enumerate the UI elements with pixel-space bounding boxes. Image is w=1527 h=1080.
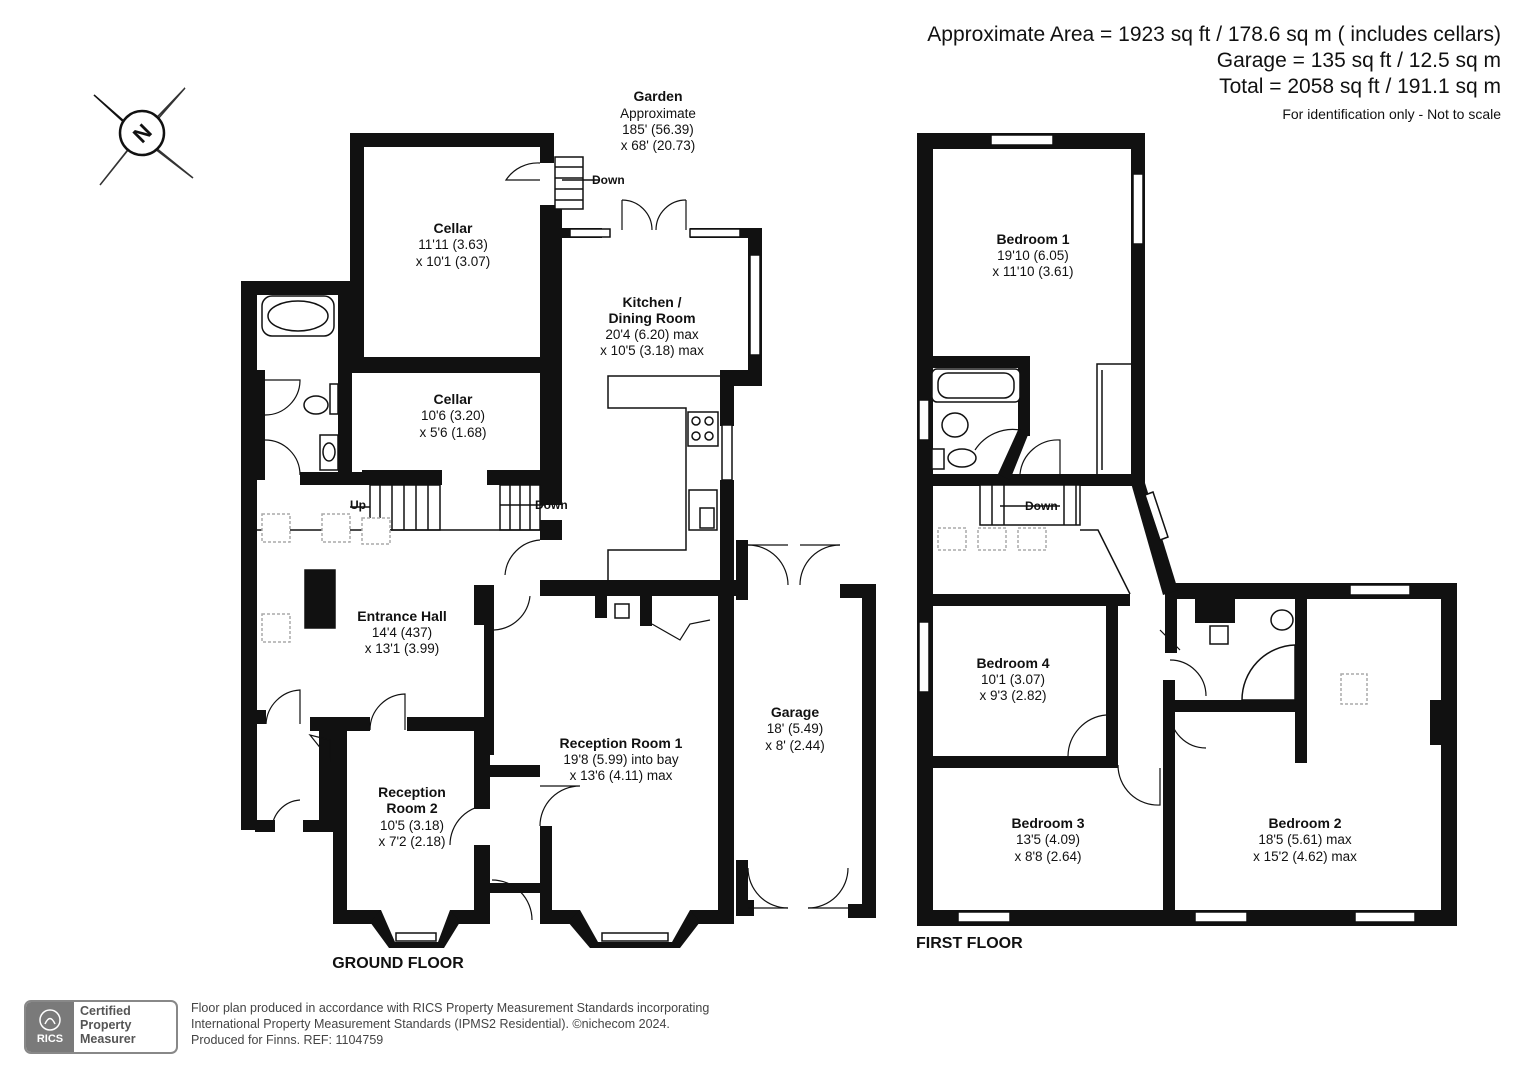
hall-label: Entrance Hall 14'4 (437) x 13'1 (3.99)	[357, 608, 446, 656]
badge-line1: Certified	[80, 1004, 131, 1018]
bedroom1-dim1: 19'10 (6.05)	[997, 248, 1069, 263]
bedroom4-name: Bedroom 4	[976, 655, 1049, 671]
bedroom3-label: Bedroom 3 13'5 (4.09) x 8'8 (2.64)	[1011, 815, 1084, 864]
reception2-dim2: x 7'2 (2.18)	[378, 834, 445, 849]
first-floor-fixtures	[918, 134, 1416, 923]
reception2-label: Reception Room 2 10'5 (3.18) x 7'2 (2.18…	[378, 784, 446, 849]
bedroom2-dim2: x 15'2 (4.62) max	[1253, 849, 1357, 864]
bedroom2-label: Bedroom 2 18'5 (5.61) max x 15'2 (4.62) …	[1253, 815, 1357, 864]
garage-dim1: 18' (5.49)	[767, 721, 824, 736]
badge-line2: Property	[80, 1018, 132, 1032]
garden-line3: x 68' (20.73)	[621, 138, 696, 153]
bedroom1-label: Bedroom 1 19'10 (6.05) x 11'10 (3.61)	[992, 231, 1073, 279]
bedroom3-dim1: 13'5 (4.09)	[1016, 832, 1080, 847]
stairs-up-label: Up	[350, 498, 366, 512]
rics-logo: RICS	[26, 1002, 74, 1052]
badge-text: Certified Property Measurer	[74, 1002, 176, 1052]
garden-label: Garden Approximate 185' (56.39) x 68' (2…	[620, 88, 696, 153]
bedroom4-dim1: 10'1 (3.07)	[981, 672, 1045, 687]
cellar2-label: Cellar 10'6 (3.20) x 5'6 (1.68)	[419, 391, 486, 440]
reception1-label: Reception Room 1 19'8 (5.99) into bay x …	[560, 735, 683, 783]
cellar1-dim1: 11'11 (3.63)	[418, 237, 488, 252]
kitchen-dim2: x 10'5 (3.18) max	[600, 343, 704, 358]
first-floor-doors	[974, 428, 1207, 806]
cellar1-name: Cellar	[434, 220, 473, 236]
reception2-dim1: 10'5 (3.18)	[380, 818, 444, 833]
kitchen-name2: Dining Room	[608, 310, 695, 326]
cellar2-dim2: x 5'6 (1.68)	[419, 425, 486, 440]
approx-area-line: Approximate Area = 1923 sq ft / 178.6 sq…	[927, 23, 1501, 46]
rics-logo-text: RICS	[36, 1033, 64, 1045]
reception2-name2: Room 2	[386, 800, 438, 816]
ground-floor-fixtures	[257, 156, 761, 948]
rics-emblem-icon	[39, 1009, 61, 1031]
bedroom4-dim2: x 9'3 (2.82)	[979, 688, 1046, 703]
footer-line2: International Property Measurement Stand…	[191, 1017, 670, 1031]
footer: RICS Certified Property Measurer Floor p…	[24, 1000, 709, 1054]
stairs-down-cellar-label: Down	[535, 498, 568, 512]
bedroom4-label: Bedroom 4 10'1 (3.07) x 9'3 (2.82)	[976, 655, 1049, 703]
hall-name: Entrance Hall	[357, 608, 446, 624]
badge-line3: Measurer	[80, 1032, 136, 1046]
ground-floor-doors	[264, 162, 849, 921]
ground-floor-title: GROUND FLOOR	[332, 955, 464, 972]
bedroom1-name: Bedroom 1	[996, 231, 1069, 247]
garage-name: Garage	[771, 704, 819, 720]
cellar1-dim2: x 10'1 (3.07)	[416, 254, 491, 269]
garden-line2: 185' (56.39)	[622, 122, 694, 137]
bedroom1-dim2: x 11'10 (3.61)	[992, 264, 1073, 279]
compass-north-icon: N	[93, 87, 194, 186]
hall-dim2: x 13'1 (3.99)	[365, 641, 440, 656]
bedroom3-name: Bedroom 3	[1011, 815, 1084, 831]
first-floor-stairs-down-label: Down	[1025, 499, 1058, 513]
cellar2-dim1: 10'6 (3.20)	[421, 408, 485, 423]
garden-name: Garden	[633, 88, 682, 104]
first-floor-title: FIRST FLOOR	[916, 935, 1023, 952]
cellar1-label: Cellar 11'11 (3.63) x 10'1 (3.07)	[416, 220, 491, 269]
total-area-line: Total = 2058 sq ft / 191.1 sq m	[1219, 75, 1501, 98]
footer-line1: Floor plan produced in accordance with R…	[191, 1001, 710, 1015]
garage-area-line: Garage = 135 sq ft / 12.5 sq m	[1216, 49, 1501, 72]
reception1-name: Reception Room 1	[560, 735, 683, 751]
garden-line1: Approximate	[620, 106, 696, 121]
cellar2-name: Cellar	[434, 391, 473, 407]
bedroom2-name: Bedroom 2	[1268, 815, 1341, 831]
stairs-down-garden-label: Down	[592, 173, 625, 187]
area-summary: Approximate Area = 1923 sq ft / 178.6 sq…	[927, 22, 1501, 122]
reception1-dim1: 19'8 (5.99) into bay	[563, 752, 678, 767]
hall-dim1: 14'4 (437)	[372, 625, 432, 640]
footer-text: Floor plan produced in accordance with R…	[191, 1000, 709, 1048]
reception1-dim2: x 13'6 (4.11) max	[570, 768, 673, 783]
identification-note: For identification only - Not to scale	[1282, 106, 1501, 122]
garage-dim2: x 8' (2.44)	[765, 738, 825, 753]
kitchen-name1: Kitchen /	[622, 294, 681, 310]
footer-line3: Produced for Finns. REF: 1104759	[191, 1033, 384, 1047]
garage-label: Garage 18' (5.49) x 8' (2.44)	[765, 704, 825, 753]
rics-certified-badge: RICS Certified Property Measurer	[24, 1000, 178, 1054]
bedroom2-dim1: 18'5 (5.61) max	[1258, 832, 1352, 847]
ground-floor-walls	[241, 133, 876, 924]
kitchen-dim1: 20'4 (6.20) max	[605, 327, 699, 342]
reception2-name1: Reception	[378, 784, 446, 800]
kitchen-label: Kitchen / Dining Room 20'4 (6.20) max x …	[600, 294, 704, 358]
bedroom3-dim2: x 8'8 (2.64)	[1014, 849, 1081, 864]
